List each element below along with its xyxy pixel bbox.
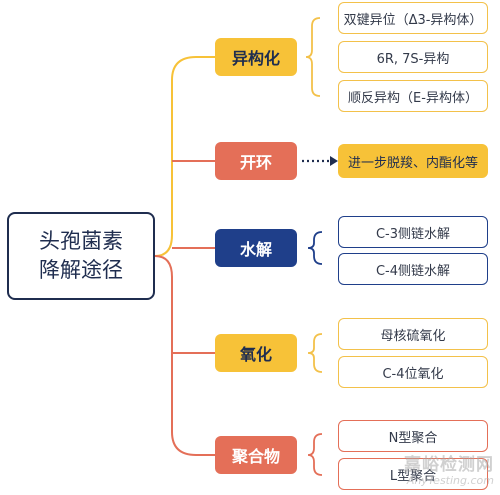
watermark-en: AnyTesting.com bbox=[406, 474, 494, 487]
root-line-1: 头孢菌素 bbox=[39, 229, 123, 253]
category-hydrolysis: 水解 bbox=[215, 229, 297, 267]
leaf-6r-7s-isomer: 6R, 7S-异构 bbox=[338, 41, 488, 73]
leaf-n-polymer: N型聚合 bbox=[338, 420, 488, 452]
root-line-2: 降解途径 bbox=[39, 258, 123, 282]
trunk-lower bbox=[154, 255, 215, 456]
leaf-c3-hydrolysis: C-3侧链水解 bbox=[338, 216, 488, 248]
category-polymer: 聚合物 bbox=[215, 436, 297, 474]
category-isomerization: 异构化 bbox=[215, 38, 297, 76]
watermark: 嘉峪检测网 AnyTesting.com bbox=[404, 457, 494, 489]
trunk-upper bbox=[154, 56, 215, 257]
leaf-c4-oxidation: C-4位氧化 bbox=[338, 356, 488, 388]
leaf-c4-hydrolysis: C-4侧链水解 bbox=[338, 253, 488, 285]
category-oxidation: 氧化 bbox=[215, 334, 297, 372]
leaf-double-bond-shift: 双键异位（Δ3-异构体） bbox=[338, 2, 488, 34]
leaf-decarboxylation: 进一步脱羧、内酯化等 bbox=[338, 144, 488, 178]
leaf-cis-trans-isomer: 顺反异构（E-异构体） bbox=[338, 80, 488, 112]
bracket-isomer bbox=[305, 17, 321, 97]
leaf-l-polymer: L型聚合 bbox=[338, 458, 488, 490]
root-node: 头孢菌素 降解途径 bbox=[7, 212, 155, 300]
leaf-sulfur-oxidation: 母核硫氧化 bbox=[338, 318, 488, 350]
category-ring-opening: 开环 bbox=[215, 142, 297, 180]
bracket-polymer bbox=[307, 433, 323, 476]
arrow-head-icon bbox=[330, 156, 338, 166]
bracket-oxidation bbox=[307, 333, 323, 373]
watermark-cn: 嘉峪检测网 bbox=[404, 455, 494, 475]
bracket-hydrolysis bbox=[307, 231, 323, 265]
